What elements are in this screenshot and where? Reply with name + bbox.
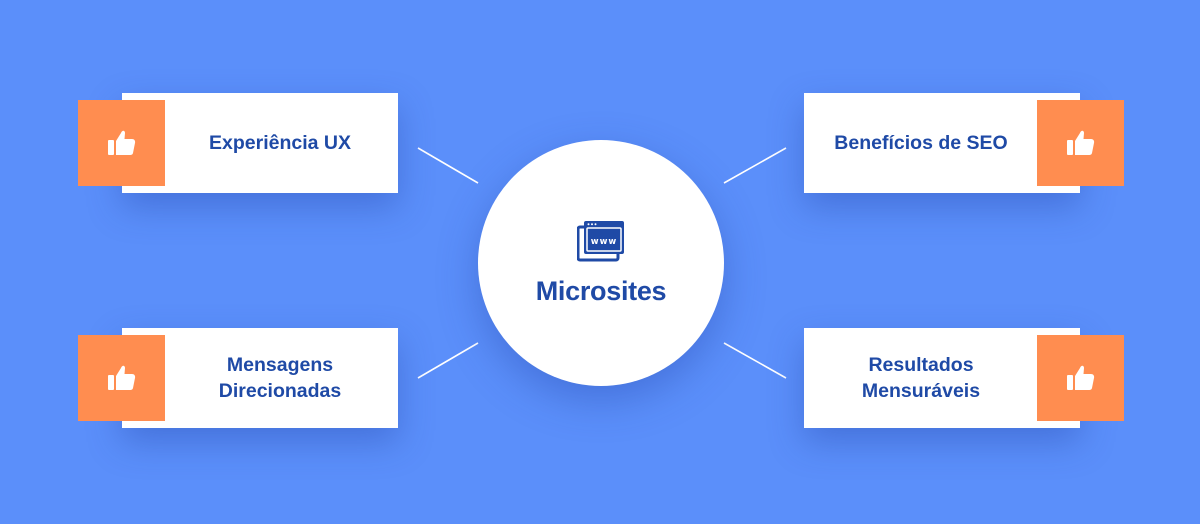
node-label: Resultados Mensuráveis (861, 354, 981, 402)
node-label: Benefícios de SEO (834, 132, 1008, 154)
connector-bottom-right (723, 342, 787, 379)
node-card-resultados-mensuraveis: Resultados Mensuráveis (804, 328, 1080, 428)
connector-top-left (417, 147, 479, 184)
thumbs-up-icon (107, 130, 135, 155)
node-card-experiencia-ux: Experiência UX (122, 93, 398, 193)
center-node: www Microsites (478, 140, 724, 386)
connector-top-right (723, 147, 787, 184)
thumbs-up-icon (1066, 365, 1094, 390)
node-badge (1037, 335, 1124, 421)
center-title: Microsites (535, 275, 667, 306)
node-badge (78, 100, 165, 186)
thumbs-up-icon (107, 365, 135, 390)
connector-bottom-left (417, 342, 479, 379)
svg-text:www: www (591, 237, 618, 247)
node-card-beneficios-seo: Benefícios de SEO (804, 93, 1080, 193)
thumbs-up-icon (1066, 130, 1094, 155)
node-label: Experiência UX (209, 132, 351, 154)
www-browser-icon: www (577, 220, 624, 261)
node-label: Mensagens Direcionadas (218, 354, 342, 402)
node-badge (1037, 100, 1124, 186)
node-card-mensagens-direcionadas: Mensagens Direcionadas (122, 328, 398, 428)
node-badge (78, 335, 165, 421)
